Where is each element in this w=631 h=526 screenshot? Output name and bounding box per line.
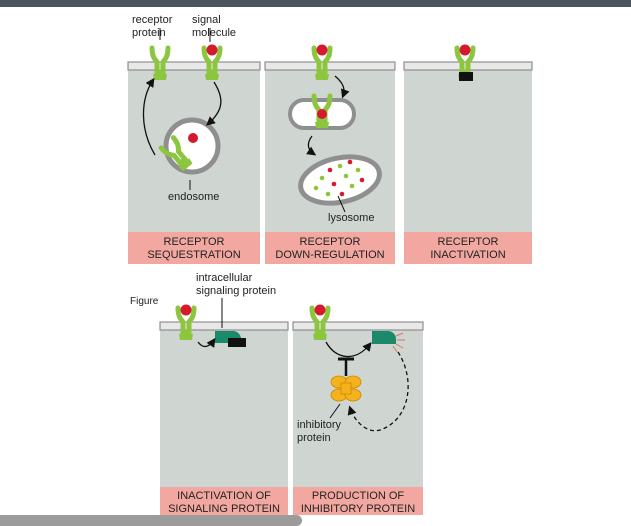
caption-inhibitory-protein-1: PRODUCTION OF (312, 490, 405, 502)
caption-signaling-protein-2: SIGNALING PROTEIN (168, 503, 280, 515)
plasma-membrane (292, 321, 424, 331)
inactivating-modification-icon (459, 72, 473, 81)
label-signal-molecule-1: signal (192, 14, 221, 26)
label-lysosome: lysosome (328, 212, 374, 224)
signal-molecule-icon (317, 109, 327, 119)
horizontal-scrollbar-thumb[interactable] (0, 515, 302, 526)
caption-band (293, 487, 423, 515)
panel-receptor-sequestration (127, 28, 261, 264)
plasma-membrane (159, 321, 289, 331)
label-endosome: endosome (168, 191, 219, 203)
label-signal-molecule-2: molecule (192, 27, 236, 39)
inhibitory-protein-icon (330, 375, 362, 402)
caption-band (160, 487, 288, 515)
signal-molecule-icon (206, 44, 218, 56)
label-inhibitory-1: inhibitory (297, 419, 342, 431)
caption-inhibitory-protein-2: INHIBITORY PROTEIN (301, 503, 415, 515)
leader-line (329, 403, 341, 419)
panel-receptor-down-regulation (264, 44, 396, 264)
signal-molecule-icon (316, 44, 328, 56)
internalization-arrow (206, 81, 222, 126)
caption-sequestration-2: SEQUESTRATION (147, 249, 240, 261)
activity-burst-icon (392, 332, 405, 353)
top-window-bar (0, 0, 631, 7)
signal-molecule-icon (459, 44, 471, 56)
signal-molecule-icon (188, 133, 198, 143)
fusion-arrow (306, 135, 317, 156)
leader-line (337, 195, 346, 213)
label-receptor-protein-2: protein (132, 27, 166, 39)
inactivating-modification-icon (228, 338, 246, 347)
caption-inactivation-2: INACTIVATION (430, 249, 505, 261)
cell-cytoplasm (265, 62, 395, 232)
caption-inactivation-1: RECEPTOR (438, 236, 499, 248)
panel-production-of-inhibitory-protein (292, 304, 424, 515)
activation-arrow (197, 337, 216, 348)
label-intracellular-1: intracellular (196, 272, 253, 284)
label-receptor-protein-1: receptor (132, 14, 173, 26)
figure-label-fragment: Figure (130, 296, 159, 307)
signaling-protein-icon (372, 331, 396, 344)
internalization-arrow (334, 75, 350, 99)
caption-down-regulation-1: RECEPTOR (300, 236, 361, 248)
plasma-membrane (127, 61, 261, 71)
endosome-icon (163, 117, 221, 175)
recycling-arrow (142, 77, 156, 156)
label-inhibitory-2: protein (297, 432, 331, 444)
activation-arrow (325, 341, 372, 358)
signal-molecule-icon (180, 304, 192, 316)
caption-down-regulation-2: DOWN-REGULATION (275, 249, 384, 261)
caption-band (265, 232, 395, 264)
cell-cytoplasm (293, 322, 423, 487)
signal-molecule-icon (314, 304, 326, 316)
label-intracellular-2: signaling protein (196, 285, 276, 297)
panel-receptor-inactivation (403, 44, 533, 264)
caption-sequestration-1: RECEPTOR (164, 236, 225, 248)
feedback-arrow (347, 351, 409, 432)
degraded-fragments (313, 159, 365, 197)
caption-band (404, 232, 532, 264)
cell-cytoplasm (160, 322, 288, 487)
panel-inactivation-of-signaling-protein (159, 298, 289, 515)
cell-cytoplasm (404, 62, 532, 232)
plasma-membrane (264, 61, 396, 71)
caption-signaling-protein-1: INACTIVATION OF (177, 490, 271, 502)
caption-band (128, 232, 260, 264)
